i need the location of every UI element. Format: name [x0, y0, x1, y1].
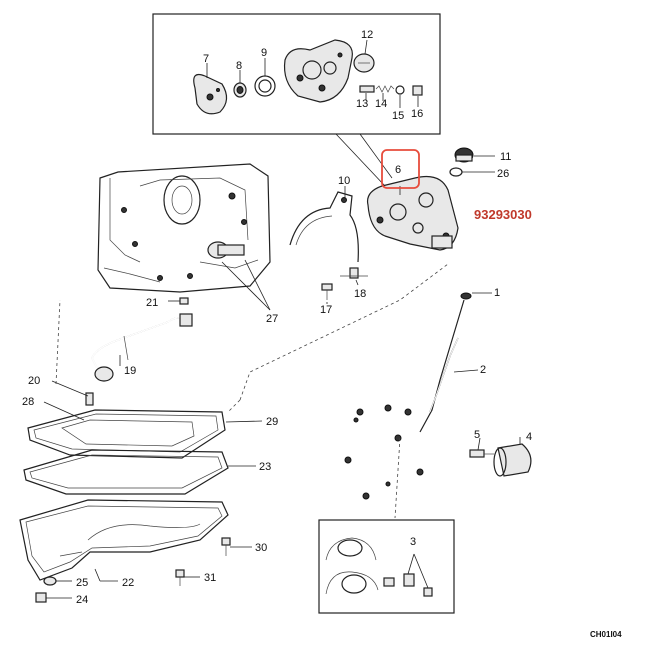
callout-22: 22 — [122, 577, 134, 589]
callout-8: 8 — [236, 60, 242, 72]
diagram-code: CH01I04 — [590, 630, 622, 639]
seal-ring — [254, 75, 276, 97]
part-number-label: 93293030 — [474, 207, 532, 222]
callout-4: 4 — [526, 431, 532, 443]
dipstick-tube — [429, 337, 459, 413]
callout-30: 30 — [255, 542, 267, 554]
callout-19: 19 — [124, 365, 136, 377]
callout-13: 13 — [356, 98, 368, 110]
callout-1: 1 — [494, 287, 500, 299]
pump-cap — [454, 147, 474, 163]
sensor-detail-inset — [318, 519, 455, 614]
pan-bolt-31 — [175, 569, 185, 586]
oil-pan — [19, 499, 229, 581]
callout-2: 2 — [480, 364, 486, 376]
callout-6: 6 — [395, 164, 401, 176]
callout-16: 16 — [411, 108, 423, 120]
oil-pump-detail-inset — [152, 13, 441, 187]
callout-26: 26 — [497, 168, 509, 180]
callout-23: 23 — [259, 461, 271, 473]
pump-gasket — [289, 191, 359, 263]
engine-block — [97, 163, 271, 293]
pan-fitting — [85, 392, 94, 406]
callout-3: 3 — [410, 536, 416, 548]
callout-24: 24 — [76, 594, 88, 606]
oil-pump-body-exploded — [283, 39, 353, 103]
callout-12: 12 — [361, 29, 373, 41]
oil-pickup-tube — [91, 313, 193, 382]
pump-o-ring — [449, 167, 463, 177]
drain-plug — [35, 576, 57, 603]
callout-17: 17 — [320, 304, 332, 316]
filter-stud — [469, 449, 494, 458]
upper-pan-gasket — [27, 409, 226, 459]
callout-7: 7 — [203, 53, 209, 65]
bushing — [233, 82, 247, 98]
pan-bolt-30 — [221, 537, 231, 556]
callout-28: 28 — [22, 396, 34, 408]
callout-15: 15 — [392, 110, 404, 122]
callout-21: 21 — [146, 297, 158, 309]
highlight-frame — [381, 149, 420, 189]
block-mount-face — [344, 404, 424, 519]
callout-11: 11 — [500, 151, 511, 163]
relief-valve-hardware — [359, 85, 423, 96]
callout-10: 10 — [338, 175, 350, 187]
pump-cover-plate — [193, 73, 228, 115]
callout-25: 25 — [76, 577, 88, 589]
callout-14: 14 — [375, 98, 387, 110]
oil-filter — [493, 443, 532, 477]
pump-plug — [353, 53, 375, 73]
dipstick — [419, 292, 472, 433]
callout-27: 27 — [266, 313, 278, 325]
pickup-bolt — [179, 297, 189, 305]
callout-18: 18 — [354, 288, 366, 300]
callout-31: 31 — [204, 572, 216, 584]
callout-20: 20 — [28, 375, 40, 387]
pump-bolts — [321, 267, 368, 300]
callout-29: 29 — [266, 416, 278, 428]
callout-9: 9 — [261, 47, 267, 59]
callout-5: 5 — [474, 429, 480, 441]
lower-pan-gasket — [23, 449, 229, 495]
